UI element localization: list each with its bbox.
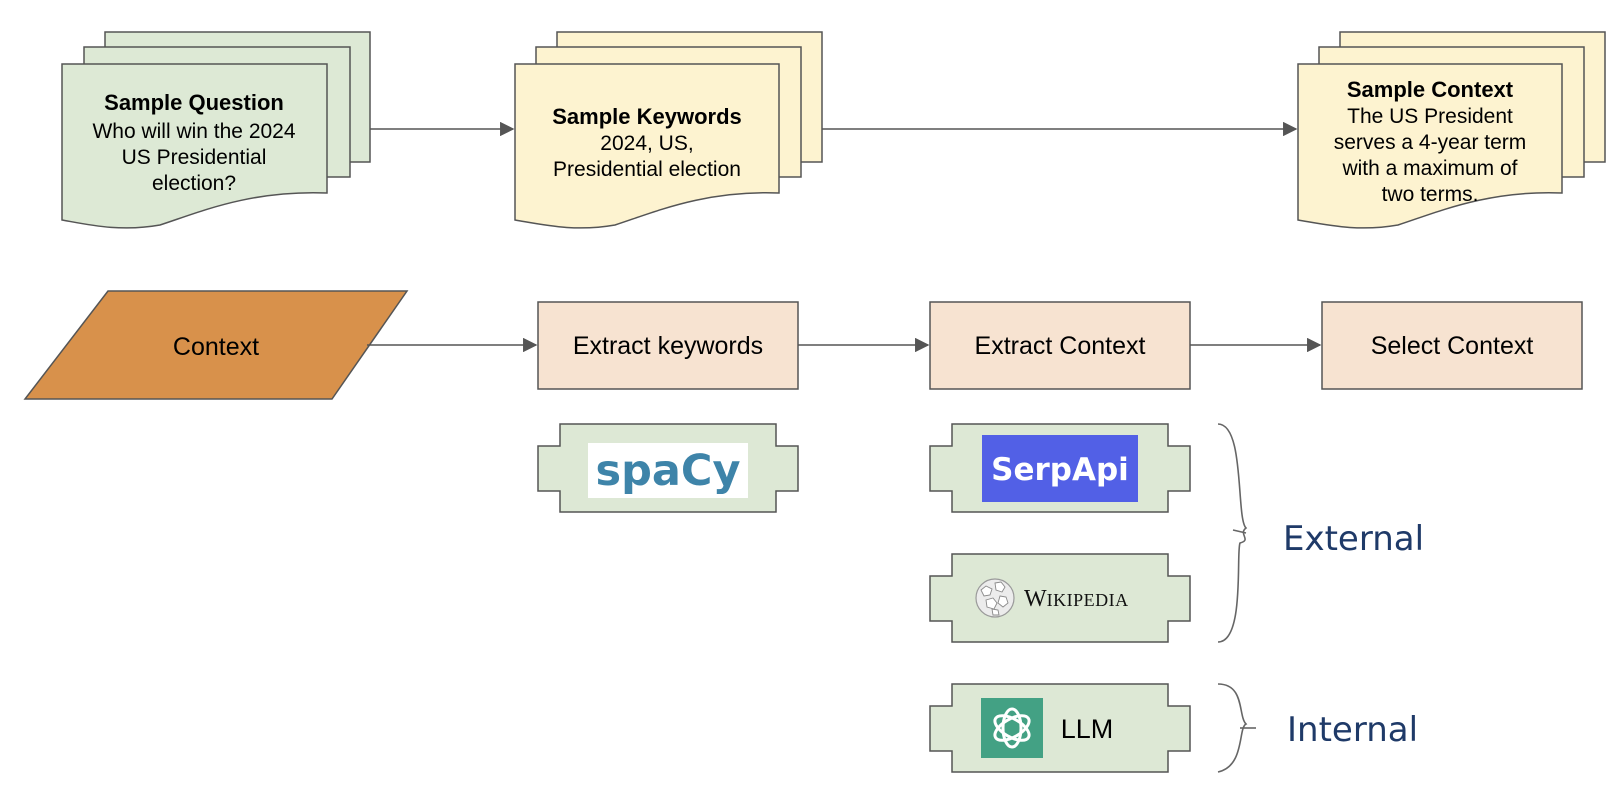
sample-question-line-3: election? — [152, 172, 236, 195]
spacy-logo — [588, 443, 748, 498]
serpapi-tool: SerpApi — [929, 423, 1191, 513]
wikipedia-wordmark-initial: W — [1024, 586, 1047, 612]
external-group-label: External — [1283, 519, 1424, 559]
select-context-step: Select Context — [1321, 301, 1583, 390]
llm-tool: LLM — [929, 683, 1191, 773]
llm-label: LLM — [1061, 714, 1114, 744]
sample-keywords-line-1: 2024, US, — [600, 132, 693, 155]
serpapi-logo-text: SerpApi — [991, 452, 1129, 488]
extract-keywords-label: Extract keywords — [573, 332, 763, 360]
select-context-label: Select Context — [1371, 332, 1534, 360]
spacy-tool: spaCy — [537, 423, 799, 513]
sample-context-document: Sample Context The US President serves a… — [1297, 31, 1606, 229]
sample-context-line-3: with a maximum of — [1341, 157, 1517, 180]
sample-question-line-2: US Presidential — [122, 146, 267, 169]
openai-logo — [981, 698, 1043, 758]
sample-context-title: Sample Context — [1347, 77, 1514, 102]
extract-context-step: Extract Context — [929, 301, 1191, 390]
wikipedia-wordmark-rest: IKIPEDIA — [1047, 590, 1129, 610]
external-brace — [1217, 423, 1248, 643]
sample-keywords-line-2: Presidential election — [553, 158, 741, 181]
wikipedia-globe-icon — [975, 578, 1015, 618]
sample-keywords-document: Sample Keywords 2024, US, Presidential e… — [514, 31, 823, 229]
sample-question-line-1: Who will win the 2024 — [92, 120, 295, 143]
openai-knot-icon — [993, 707, 1031, 749]
spacy-logo-text: spaCy — [596, 446, 741, 496]
sample-keywords-title: Sample Keywords — [552, 104, 742, 129]
internal-brace — [1217, 683, 1248, 773]
sample-context-line-4: two terms. — [1382, 183, 1479, 206]
extract-keywords-step: Extract keywords — [537, 301, 799, 390]
sample-context-line-2: serves a 4-year term — [1334, 131, 1527, 154]
context-input-label: Context — [173, 333, 259, 361]
extract-context-label: Extract Context — [975, 332, 1146, 360]
internal-group-label: Internal — [1287, 710, 1418, 750]
wikipedia-tool: WIKIPEDIA — [929, 553, 1191, 643]
serpapi-logo — [982, 435, 1138, 502]
context-input: Context — [23, 290, 409, 400]
sample-question-title: Sample Question — [104, 90, 284, 115]
wikipedia-wordmark: WIKIPEDIA — [1024, 586, 1129, 612]
external-brace-tip — [1232, 529, 1247, 534]
sample-question-document: Sample Question Who will win the 2024 US… — [61, 31, 371, 229]
sample-context-line-1: The US President — [1347, 105, 1513, 128]
